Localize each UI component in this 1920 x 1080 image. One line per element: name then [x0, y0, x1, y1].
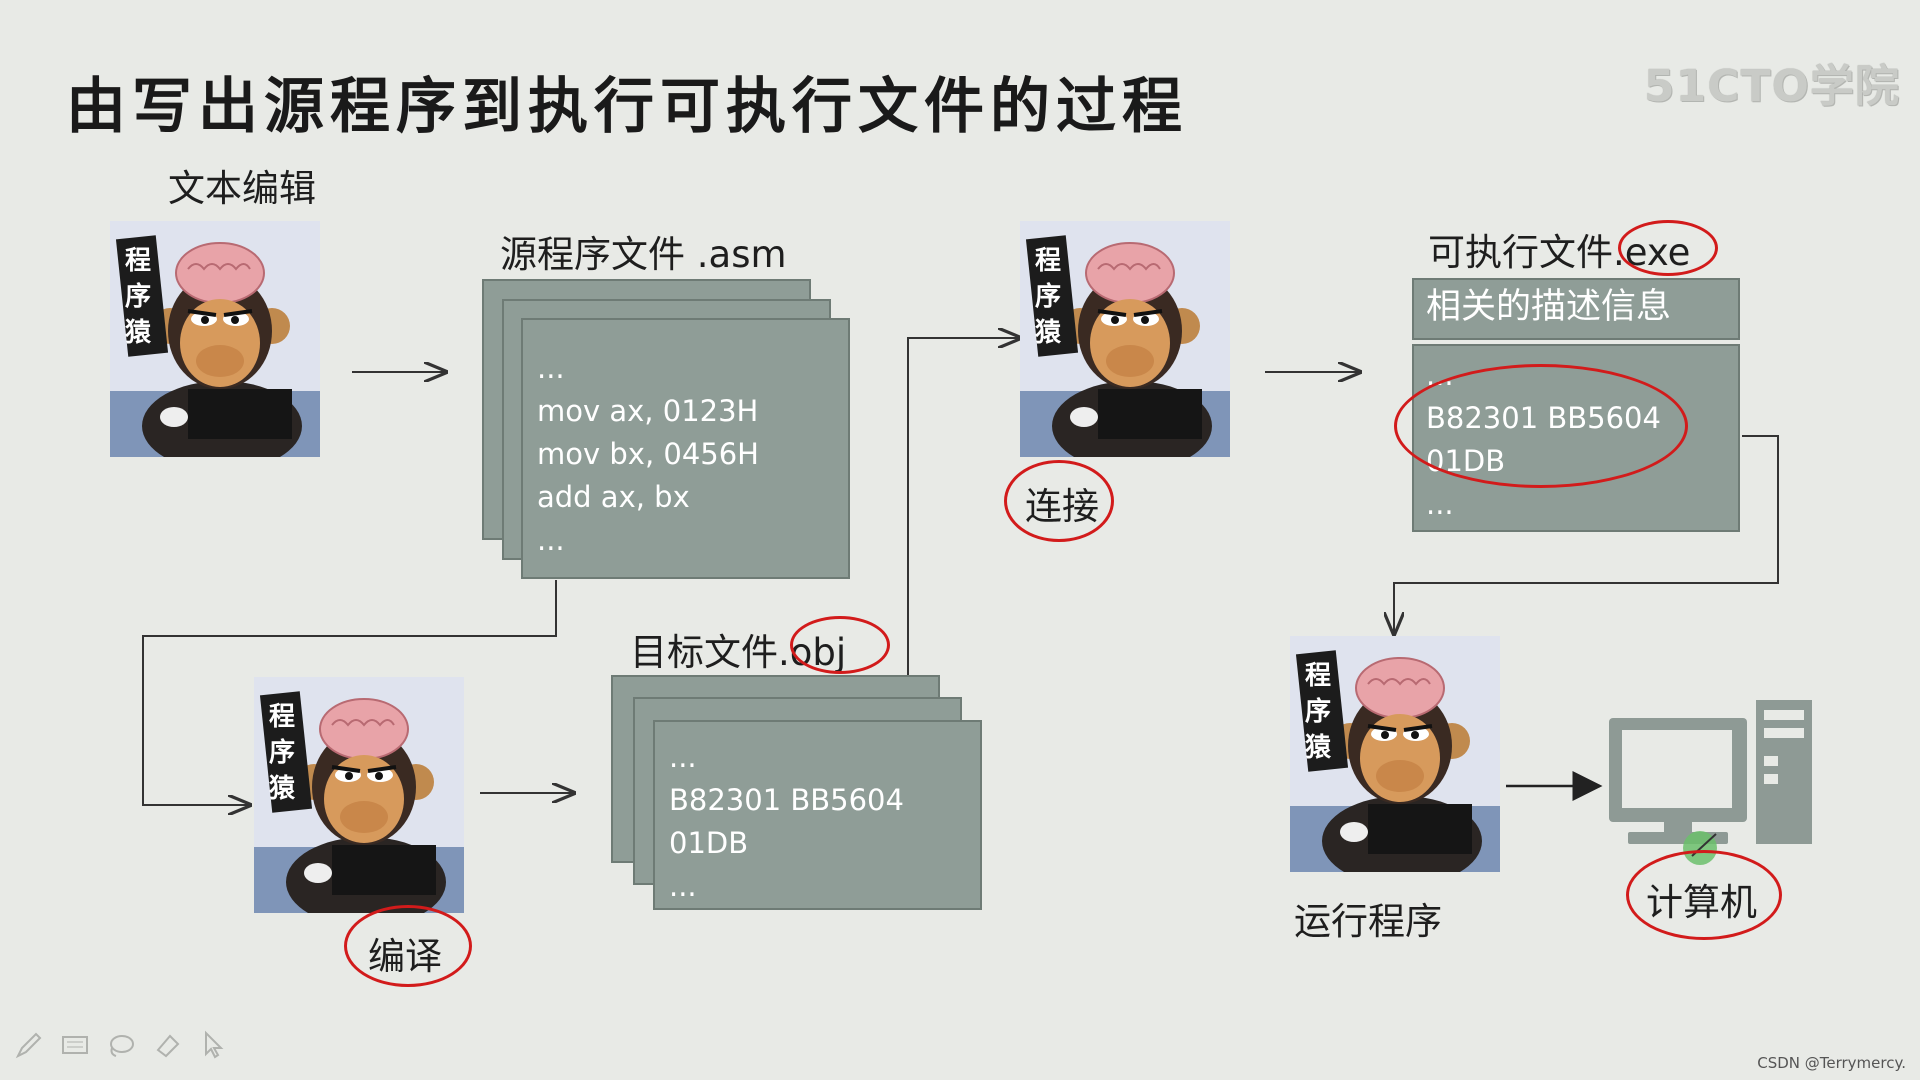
computer-icon: [1609, 700, 1812, 844]
source-file-ext: .asm: [696, 233, 787, 276]
arrow-exe-to-run: [1394, 435, 1779, 634]
badge-char: 猿: [1034, 318, 1062, 348]
lasso-icon[interactable]: [106, 1030, 136, 1060]
object-code: ... B82301 BB5604 01DB ...: [669, 740, 904, 903]
link-red-circle: [1004, 460, 1114, 542]
watermark-logo: 51CTO学院: [1644, 61, 1900, 112]
programmer-monkey-icon: 程 序 猿: [254, 677, 464, 913]
text-edit-label: 文本编辑: [168, 167, 316, 210]
badge-char: 程: [1035, 246, 1061, 276]
source-file-name: 源程序文件: [500, 233, 685, 276]
source-code-page: ... mov ax, 0123H mov bx, 0456H add ax, …: [521, 318, 850, 579]
obj-red-circle: [790, 616, 890, 674]
badge-char: 程: [269, 702, 295, 732]
badge-char: 程: [1305, 661, 1331, 691]
object-file-name: 目标文件: [630, 631, 778, 674]
annotation-toolbar: [14, 1030, 228, 1060]
badge-char: 序: [1035, 281, 1061, 312]
badge-char: 序: [1305, 696, 1331, 727]
exe-header-box: 相关的描述信息: [1412, 278, 1740, 340]
arrow-source-to-compile: [142, 580, 557, 805]
keyboard-icon[interactable]: [60, 1030, 90, 1060]
arrow-object-to-link: [907, 338, 1020, 675]
badge-char: 程: [125, 246, 151, 276]
source-code: ... mov ax, 0123H mov bx, 0456H add ax, …: [537, 351, 759, 557]
badge-char: 猿: [1304, 733, 1332, 763]
exe-code-red-circle: [1394, 364, 1688, 488]
badge-char: 猿: [124, 318, 152, 348]
pen-tool-icon[interactable]: [14, 1030, 44, 1060]
badge-char: 序: [269, 737, 295, 768]
source-file-label: 源程序文件 .asm: [500, 224, 787, 278]
badge-char: 猿: [268, 774, 296, 804]
eraser-icon[interactable]: [152, 1030, 182, 1060]
exe-header-text: 相关的描述信息: [1426, 287, 1672, 327]
programmer-monkey-icon: 程 序 猿: [1290, 636, 1500, 872]
compile-red-circle: [344, 905, 472, 987]
exe-file-name: 可执行文件: [1428, 231, 1613, 274]
credit-text: CSDN @Terrymercy.: [1757, 1054, 1906, 1072]
computer-red-circle: [1626, 850, 1782, 940]
badge-char: 序: [125, 281, 151, 312]
programmer-monkey-icon: 程 序 猿: [110, 221, 320, 457]
page-title: 由写出源程序到执行可执行文件的过程: [66, 72, 1188, 142]
programmer-monkey-icon: 程 序 猿: [1020, 221, 1230, 457]
pointer-icon[interactable]: [198, 1030, 228, 1060]
object-code-page: ... B82301 BB5604 01DB ...: [653, 720, 982, 910]
run-program-label: 运行程序: [1294, 900, 1442, 943]
exe-red-circle: [1618, 220, 1718, 276]
